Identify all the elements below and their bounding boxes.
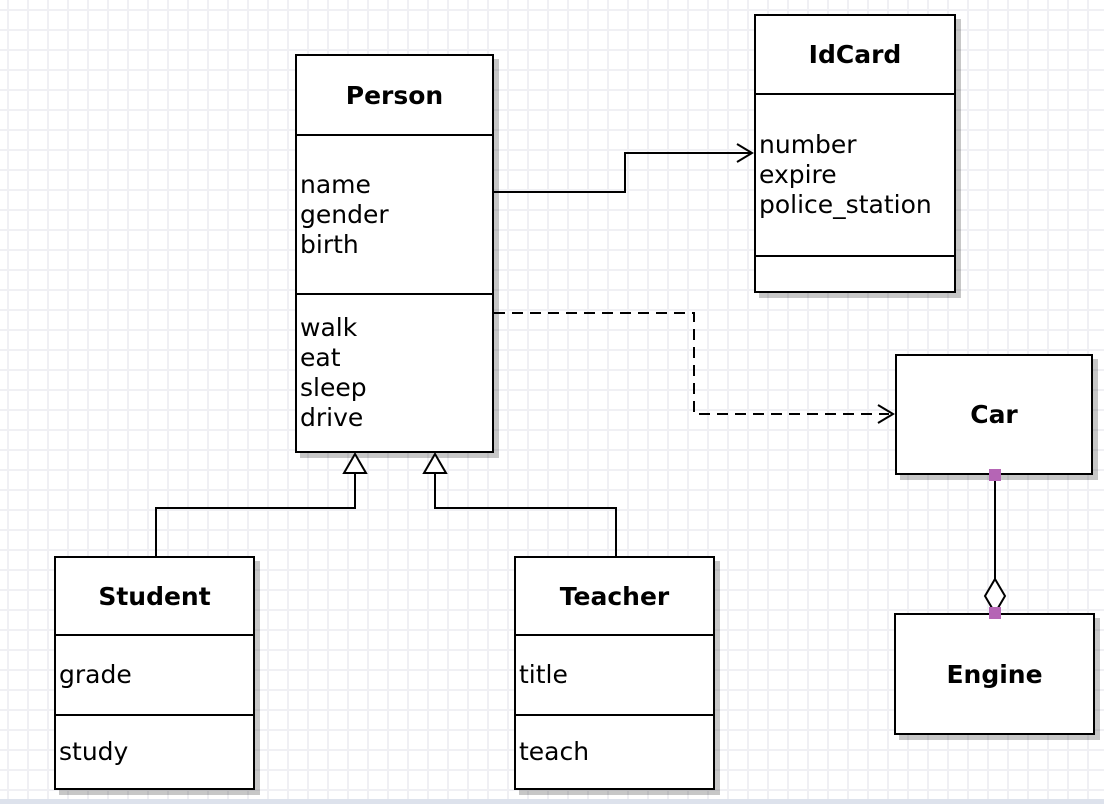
method: eat: [300, 343, 341, 372]
class-idcard[interactable]: IdCard number expire police_station: [754, 14, 956, 293]
class-student-title: Student: [98, 581, 211, 611]
method: walk: [300, 313, 358, 342]
class-teacher-methods: teach: [516, 714, 713, 788]
edge-teacher-person[interactable]: [422, 452, 617, 556]
attribute: grade: [59, 660, 132, 689]
class-student-attributes: grade: [56, 634, 253, 714]
class-person[interactable]: Person name gender birth walk eat sleep …: [295, 54, 494, 453]
class-teacher-title: Teacher: [559, 581, 670, 611]
class-car-title: Car: [970, 400, 1018, 429]
class-student-methods: study: [56, 714, 253, 788]
method: sleep: [300, 373, 367, 402]
class-person-title: Person: [345, 80, 444, 110]
class-teacher[interactable]: Teacher title teach: [514, 556, 715, 790]
edge-person-car[interactable]: [494, 312, 895, 424]
aggregation-diamond-icon: [983, 577, 1007, 615]
class-person-methods: walk eat sleep drive: [297, 293, 492, 451]
edge-car-engine[interactable]: [983, 469, 1007, 619]
attribute: expire: [759, 160, 837, 189]
attribute: gender: [300, 199, 389, 229]
class-person-attributes: name gender birth: [297, 134, 492, 293]
inheritance-triangle-icon: [422, 452, 448, 474]
edge-person-idcard[interactable]: [494, 143, 754, 193]
class-engine[interactable]: Engine: [894, 613, 1095, 735]
attribute: police_station: [759, 190, 932, 219]
method: drive: [300, 403, 364, 432]
edge-line: [434, 473, 617, 556]
method: study: [59, 737, 129, 766]
class-car[interactable]: Car: [895, 354, 1093, 475]
attribute: number: [759, 130, 857, 159]
class-student[interactable]: Student grade study: [54, 556, 255, 790]
class-teacher-attributes: title: [516, 634, 713, 714]
edge-student-person[interactable]: [155, 452, 368, 556]
method: teach: [519, 737, 590, 766]
open-arrowhead-icon: [736, 143, 754, 163]
class-idcard-methods: [756, 255, 954, 291]
class-idcard-attributes: number expire police_station: [756, 93, 954, 255]
canvas-bottom-edge: [0, 799, 1104, 804]
edge-line: [155, 473, 356, 556]
class-engine-title: Engine: [946, 659, 1043, 689]
attribute: title: [519, 660, 568, 689]
class-idcard-title: IdCard: [808, 40, 902, 69]
attribute: birth: [300, 229, 359, 259]
inheritance-triangle-icon: [342, 452, 368, 474]
edge-line: [494, 312, 889, 415]
edge-line: [494, 152, 751, 193]
open-arrowhead-icon: [877, 404, 895, 424]
attribute: name: [300, 169, 371, 199]
